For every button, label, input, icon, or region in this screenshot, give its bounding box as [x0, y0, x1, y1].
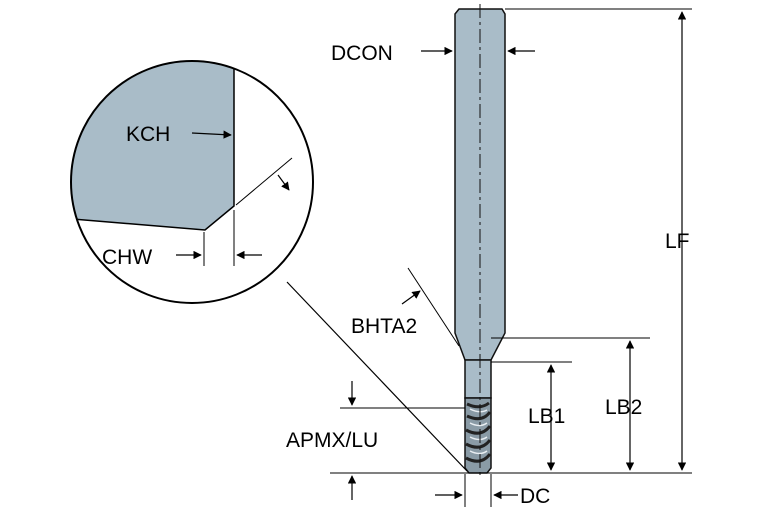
- label-dc: DC: [520, 485, 550, 508]
- extension-lines: [330, 8, 692, 507]
- label-lb1: LB1: [528, 405, 565, 428]
- label-lf: LF: [665, 230, 690, 253]
- detail-leader-line: [286, 281, 468, 472]
- label-chw: CHW: [102, 246, 152, 269]
- label-lb2: LB2: [605, 396, 642, 419]
- label-dcon: DCON: [331, 42, 393, 65]
- label-bhta2: BHTA2: [351, 315, 417, 338]
- end-mill-tool: [454, 4, 506, 478]
- chamfer-detail-view: [70, 60, 314, 304]
- tool-neck: [464, 359, 492, 399]
- label-kch: KCH: [126, 123, 170, 146]
- label-apmx-lu: APMX/LU: [286, 429, 378, 452]
- dimension-arrows: [176, 11, 687, 500]
